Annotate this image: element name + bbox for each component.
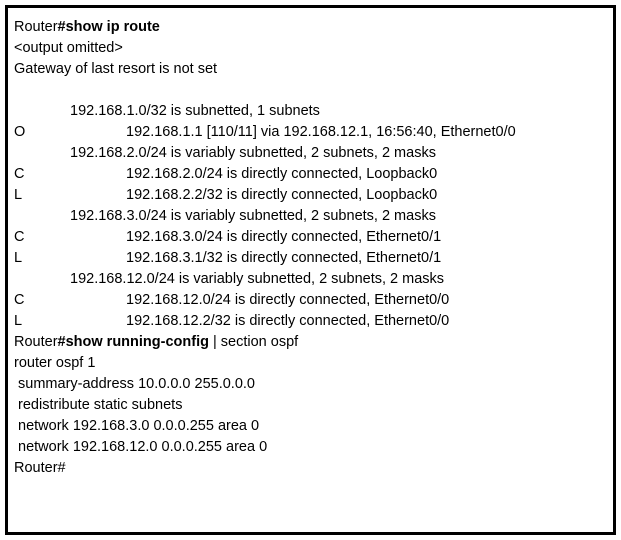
command-text: #show running-config bbox=[57, 334, 209, 350]
route-code: L bbox=[14, 313, 23, 329]
terminal-text: redistribute static subnets bbox=[14, 397, 183, 413]
route-entry: O 192.168.1.1 [110/11] via 192.168.12.1,… bbox=[14, 122, 609, 143]
route-code: C bbox=[14, 292, 25, 308]
route-entry: L 192.168.2.2/32 is directly connected, … bbox=[14, 185, 609, 206]
route-entry-text: 192.168.12.2/32 is directly connected, E… bbox=[126, 313, 450, 329]
indent-spacer bbox=[70, 311, 126, 332]
route-subnet-header: 192.168.12.0/24 is variably subnetted, 2… bbox=[14, 269, 609, 290]
route-entry-text: 192.168.2.2/32 is directly connected, Lo… bbox=[126, 187, 438, 203]
route-subnet-header-text: 192.168.1.0/32 is subnetted, 1 subnets bbox=[70, 103, 320, 119]
route-subnet-header-text: 192.168.2.0/24 is variably subnetted, 2 … bbox=[70, 145, 436, 161]
terminal-text-line: Router# bbox=[14, 458, 609, 479]
terminal-command-line: Router#show running-config | section osp… bbox=[14, 332, 609, 353]
command-prompt: Router bbox=[14, 19, 58, 35]
terminal-text-line: <output omitted> bbox=[14, 38, 609, 59]
route-code: L bbox=[14, 187, 23, 203]
indent-spacer bbox=[70, 290, 126, 311]
route-subnet-header-text: 192.168.3.0/24 is variably subnetted, 2 … bbox=[70, 208, 436, 224]
indent-spacer bbox=[70, 185, 126, 206]
command-suffix: | section ospf bbox=[208, 334, 299, 350]
indent-spacer bbox=[14, 143, 70, 164]
command-text: #show ip route bbox=[57, 19, 160, 35]
route-code: C bbox=[14, 166, 25, 182]
route-entry-text: 192.168.2.0/24 is directly connected, Lo… bbox=[126, 166, 438, 182]
terminal-output-text[interactable]: Router#show ip route<output omitted>Gate… bbox=[8, 8, 613, 483]
indent-spacer bbox=[70, 122, 126, 143]
route-subnet-header: 192.168.3.0/24 is variably subnetted, 2 … bbox=[14, 206, 609, 227]
route-code: C bbox=[14, 229, 25, 245]
route-code: L bbox=[14, 250, 23, 266]
route-subnet-header: 192.168.2.0/24 is variably subnetted, 2 … bbox=[14, 143, 609, 164]
route-subnet-header-text: 192.168.12.0/24 is variably subnetted, 2… bbox=[70, 271, 445, 287]
terminal-blank-line bbox=[14, 80, 609, 101]
terminal-text-line: network 192.168.3.0 0.0.0.255 area 0 bbox=[14, 416, 609, 437]
terminal-window: Router#show ip route<output omitted>Gate… bbox=[5, 5, 616, 535]
terminal-text: summary-address 10.0.0.0 255.0.0.0 bbox=[14, 376, 255, 392]
route-entry-text: 192.168.12.0/24 is directly connected, E… bbox=[126, 292, 450, 308]
terminal-text-line: network 192.168.12.0 0.0.0.255 area 0 bbox=[14, 437, 609, 458]
terminal-text-line: summary-address 10.0.0.0 255.0.0.0 bbox=[14, 374, 609, 395]
terminal-text-line: Gateway of last resort is not set bbox=[14, 59, 609, 80]
terminal-text: network 192.168.12.0 0.0.0.255 area 0 bbox=[14, 439, 268, 455]
terminal-command-line: Router#show ip route bbox=[14, 17, 609, 38]
indent-spacer bbox=[14, 269, 70, 290]
route-subnet-header: 192.168.1.0/32 is subnetted, 1 subnets bbox=[14, 101, 609, 122]
route-entry: L 192.168.3.1/32 is directly connected, … bbox=[14, 248, 609, 269]
indent-spacer bbox=[70, 248, 126, 269]
command-prompt: Router bbox=[14, 334, 58, 350]
route-entry-text: 192.168.1.1 [110/11] via 192.168.12.1, 1… bbox=[126, 124, 516, 140]
route-entry-text: 192.168.3.0/24 is directly connected, Et… bbox=[126, 229, 442, 245]
route-entry: C 192.168.12.0/24 is directly connected,… bbox=[14, 290, 609, 311]
terminal-text: Gateway of last resort is not set bbox=[14, 61, 218, 77]
terminal-text: network 192.168.3.0 0.0.0.255 area 0 bbox=[14, 418, 260, 434]
indent-spacer bbox=[14, 101, 70, 122]
route-entry: C 192.168.2.0/24 is directly connected, … bbox=[14, 164, 609, 185]
terminal-text: router ospf 1 bbox=[14, 355, 96, 371]
route-entry: C 192.168.3.0/24 is directly connected, … bbox=[14, 227, 609, 248]
terminal-text: <output omitted> bbox=[14, 40, 123, 56]
terminal-text-line: router ospf 1 bbox=[14, 353, 609, 374]
indent-spacer bbox=[70, 227, 126, 248]
terminal-text: Router# bbox=[14, 460, 66, 476]
route-entry-text: 192.168.3.1/32 is directly connected, Et… bbox=[126, 250, 442, 266]
indent-spacer bbox=[70, 164, 126, 185]
terminal-text-line: redistribute static subnets bbox=[14, 395, 609, 416]
indent-spacer bbox=[14, 206, 70, 227]
route-code: O bbox=[14, 124, 26, 140]
route-entry: L 192.168.12.2/32 is directly connected,… bbox=[14, 311, 609, 332]
